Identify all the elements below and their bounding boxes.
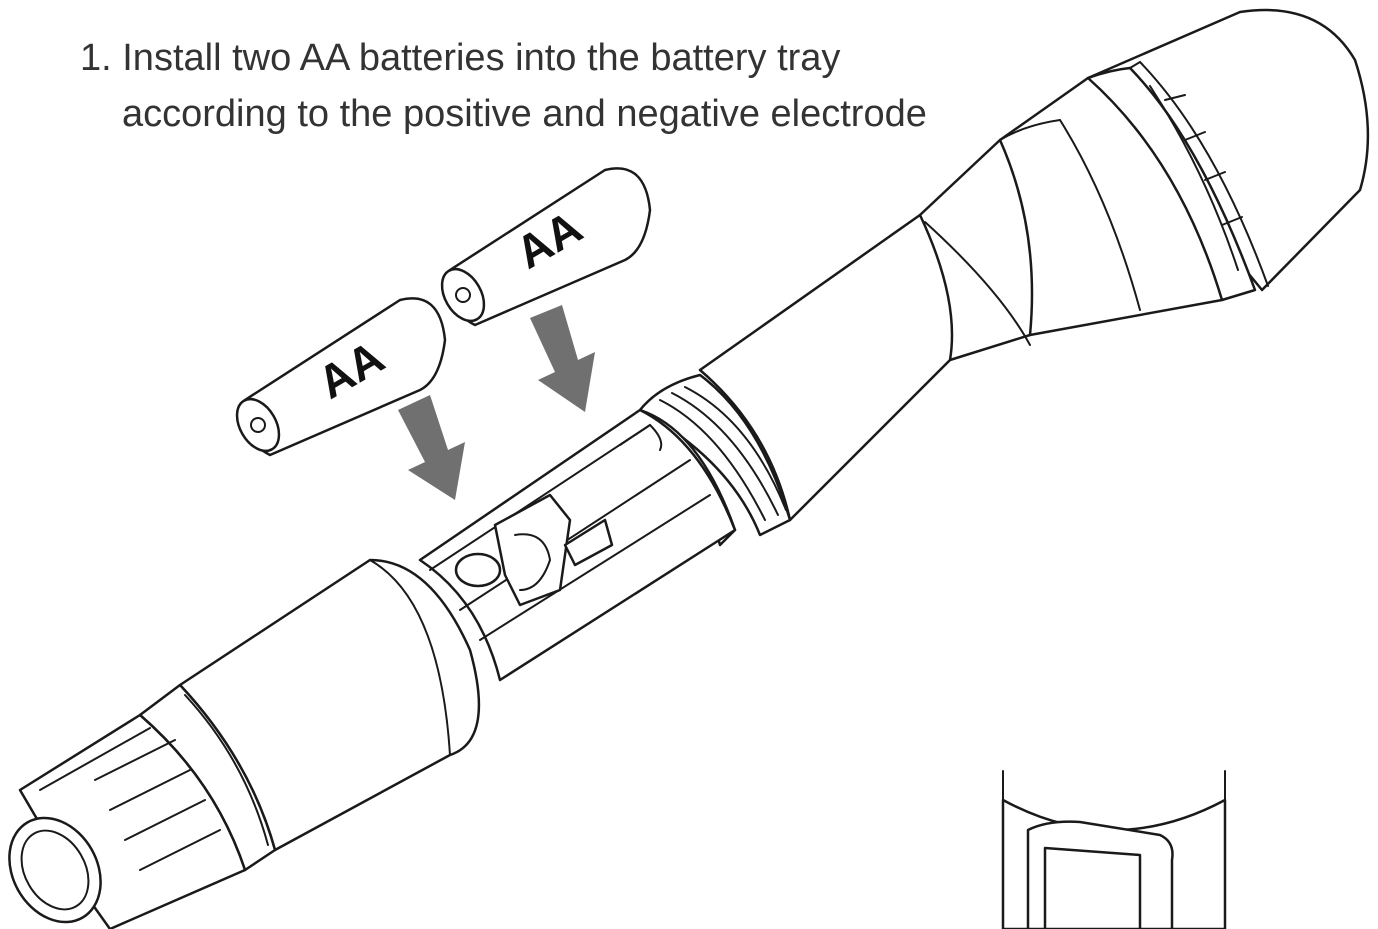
- microphone-icon: [1001, 770, 1227, 929]
- instruction-text: 1. Install two AA batteries into the bat…: [80, 30, 927, 142]
- down-arrow-icon: [530, 305, 595, 412]
- instruction-line-2: according to the positive and negative e…: [122, 93, 927, 135]
- battery-icon: AA: [440, 167, 652, 327]
- down-arrow-icon: [398, 395, 465, 500]
- lower-handle: [138, 558, 481, 872]
- battery-tray: [418, 408, 737, 682]
- instruction-line-1: 1. Install two AA batteries into the bat…: [80, 37, 841, 79]
- antenna-cap: [8, 713, 247, 929]
- upper-handle: [698, 76, 1224, 522]
